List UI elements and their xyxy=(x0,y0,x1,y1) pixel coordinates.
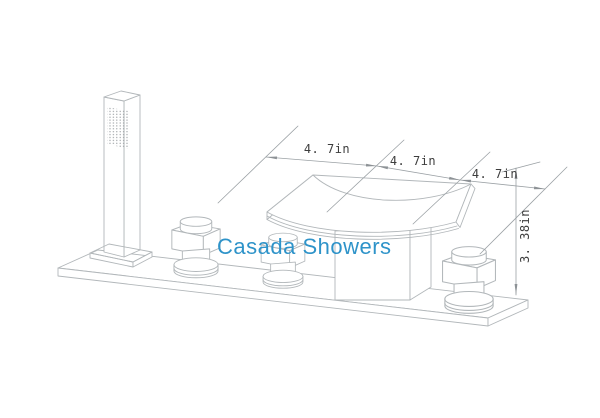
brand-watermark: Casada Showers xyxy=(217,234,392,259)
dimension-annotations: 4. 7in 4. 7in 4. 7in 3. 38in xyxy=(217,125,568,296)
dimension-label-width-2: 4. 7in xyxy=(390,154,436,168)
spout-top-surface xyxy=(266,174,472,233)
dimension-label-width-1: 4. 7in xyxy=(304,142,350,156)
handle-left xyxy=(171,216,221,279)
dimension-label-height: 3. 38in xyxy=(518,209,532,263)
spout-thickness-line-2 xyxy=(266,219,459,240)
extension-line-4 xyxy=(479,166,568,255)
wand-top-face xyxy=(103,90,141,102)
extension-line-3 xyxy=(412,151,491,225)
extension-line-2 xyxy=(326,139,405,213)
height-top-tick xyxy=(501,161,541,173)
dimension-line-width-2 xyxy=(376,165,461,181)
plate-right-face xyxy=(487,299,529,327)
dimension-label-width-3: 4. 7in xyxy=(472,167,518,181)
wand-base-top xyxy=(89,243,153,263)
dimension-line-width-3 xyxy=(459,179,546,190)
spout-thickness-line-1 xyxy=(266,215,458,237)
handle-right xyxy=(442,246,496,314)
pedestal-side-face xyxy=(409,218,432,301)
spray-face-dots xyxy=(107,107,129,149)
dimension-line-width-1 xyxy=(265,156,378,167)
spout-back-curve xyxy=(312,174,472,201)
waterfall-spout xyxy=(266,174,476,240)
hand-shower-wand xyxy=(89,90,153,268)
extension-line-1 xyxy=(217,125,299,204)
